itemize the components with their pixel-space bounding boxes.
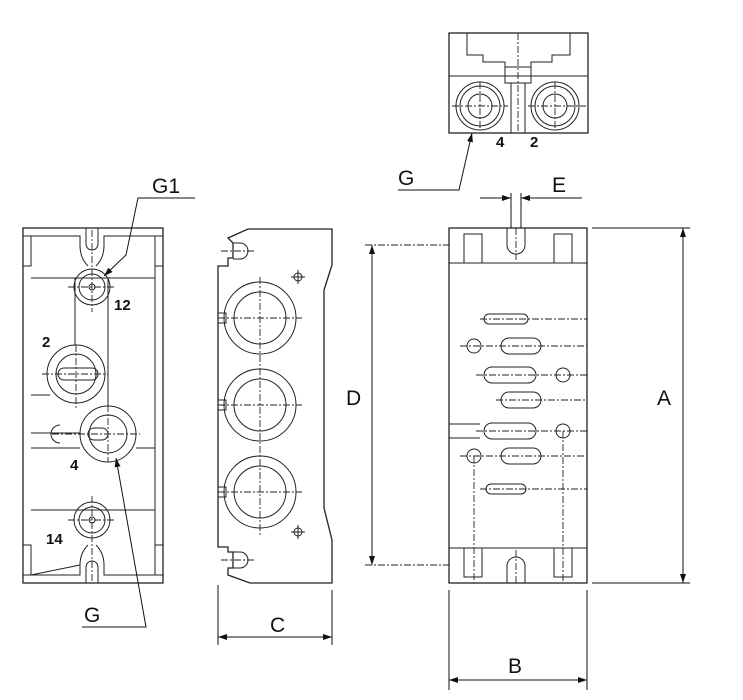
mount-hole-top bbox=[291, 270, 305, 284]
dimension-a-label: A bbox=[657, 387, 671, 410]
g-bottom-callout-label: G bbox=[84, 604, 100, 627]
port-4 bbox=[50, 405, 140, 463]
g1-callout-label: G1 bbox=[152, 175, 180, 198]
top-port-label-2: 2 bbox=[530, 134, 538, 151]
g-bottom-leader: G bbox=[82, 457, 147, 628]
base-plan-view: E A D B bbox=[346, 174, 690, 690]
slots bbox=[449, 313, 587, 583]
dimension-c-label: C bbox=[270, 614, 285, 637]
side-profile-view: C bbox=[217, 228, 333, 645]
port-label-14: 14 bbox=[46, 531, 63, 548]
port-12 bbox=[68, 230, 116, 312]
port-label-2: 2 bbox=[42, 334, 50, 351]
dimension-b: B bbox=[448, 590, 588, 690]
dimension-e: E bbox=[480, 174, 582, 228]
dimension-b-label: B bbox=[508, 655, 522, 678]
g-top-leader: G bbox=[398, 132, 473, 191]
port-label-4: 4 bbox=[70, 457, 79, 474]
dimension-e-label: E bbox=[552, 174, 566, 197]
end-view: 4 2 G bbox=[398, 32, 589, 191]
g-top-callout-label: G bbox=[398, 167, 414, 190]
port-label-12: 12 bbox=[114, 297, 131, 314]
g1-leader: G1 bbox=[103, 175, 195, 277]
port-2 bbox=[42, 344, 108, 410]
mount-hole-bottom bbox=[291, 525, 305, 539]
port-14 bbox=[68, 496, 116, 583]
top-port-label-4: 4 bbox=[496, 134, 505, 151]
dimension-a: A bbox=[592, 227, 690, 584]
port-face-view: 12 2 4 14 G1 G bbox=[22, 175, 195, 628]
dimension-c: C bbox=[217, 585, 333, 645]
dimension-d-label: D bbox=[346, 387, 361, 410]
dimension-d: D bbox=[346, 244, 449, 566]
